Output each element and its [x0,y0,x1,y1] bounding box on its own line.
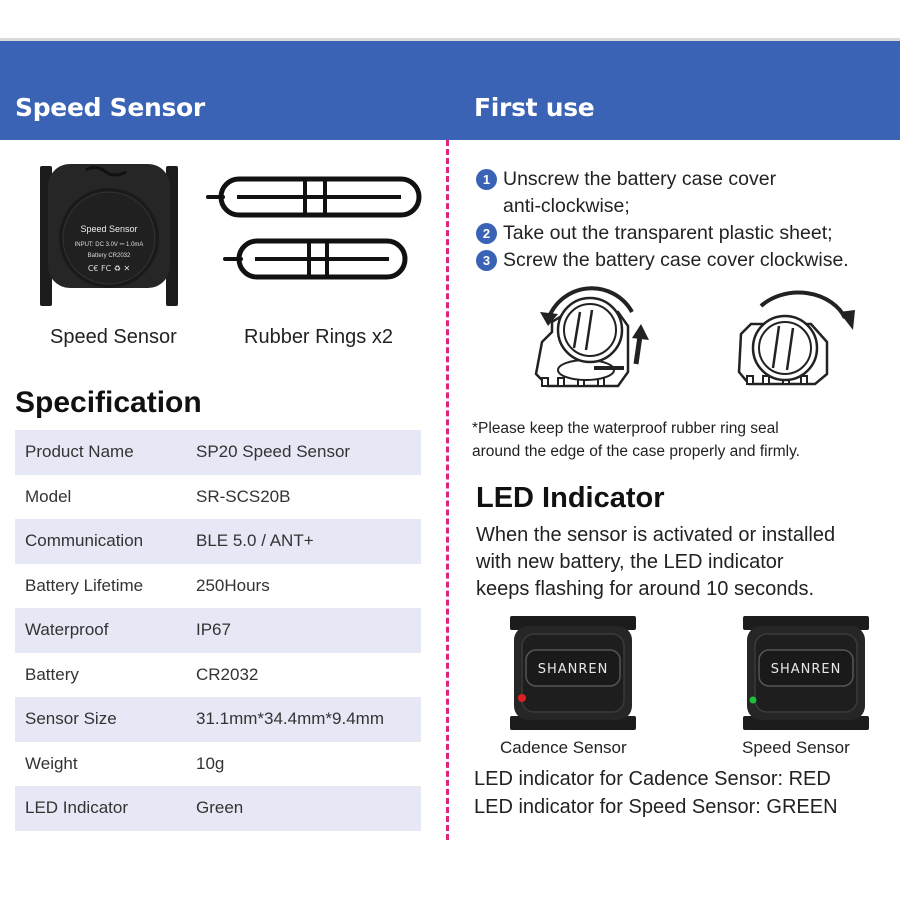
first-use-steps: 1 Unscrew the battery case cover anti-cl… [476,166,900,274]
speed-sensor-led-label: Speed Sensor [742,738,850,757]
spec-value: 31.1mm*34.4mm*9.4mm [196,709,385,729]
spec-value: IP67 [196,620,231,640]
screw-illustration [737,290,855,386]
led-indicator-title: LED Indicator [476,482,665,514]
spec-key: Product Name [25,442,134,462]
rubber-rings-label: Rubber Rings x2 [244,326,393,348]
spec-row: Weight 10g [15,742,421,787]
spec-row: Sensor Size 31.1mm*34.4mm*9.4mm [15,697,421,742]
speed-sensor-heading: Speed Sensor [15,93,205,122]
step-3: 3 Screw the battery case cover clockwise… [476,247,900,274]
rubber-rings-image [206,176,422,280]
spec-value: Green [196,798,244,818]
spec-key: Communication [25,531,144,551]
spec-key: Sensor Size [25,709,117,729]
step-number-badge: 1 [476,169,497,190]
step-number-badge: 3 [476,250,497,271]
first-use-heading: First use [474,93,595,122]
dashed-divider [446,140,449,840]
led-indicator-description: When the sensor is activated or installe… [476,524,836,600]
sensor-face-line3: Battery CR2032 [88,253,131,259]
cadence-led-note: LED indicator for Cadence Sensor: RED [474,768,831,790]
step-number-badge: 2 [476,223,497,244]
top-rule [0,38,900,41]
step-text: Screw the battery case cover clockwise. [503,249,849,271]
rubber-ring-1 [206,176,422,218]
spec-row: Product Name SP20 Speed Sensor [15,430,421,475]
step-text: Take out the transparent plastic sheet; [503,222,833,244]
speed-brand-text: SHANREN [771,662,842,677]
spec-value: CR2032 [196,664,259,684]
spec-key: Model [25,486,72,506]
green-led-icon [749,696,757,704]
spec-row: Model SR-SCS20B [15,475,421,520]
speed-sensor-label: Speed Sensor [50,326,177,348]
spec-key: Battery [25,664,79,684]
spec-key: Weight [25,753,78,773]
rubber-ring-2 [223,238,408,280]
sensor-face-line2: INPUT: DC 3.0V ⎓ 1.0mA [75,242,144,248]
spec-value: SR-SCS20B [196,486,291,506]
speed-led-note: LED indicator for Speed Sensor: GREEN [474,796,838,818]
spec-row: Communication BLE 5.0 / ANT+ [15,519,421,564]
step-1: 1 Unscrew the battery case cover anti-cl… [476,166,900,220]
spec-row: Battery Lifetime 250Hours [15,564,421,609]
spec-key: LED Indicator [25,798,128,818]
spec-key: Battery Lifetime [25,575,144,595]
red-led-icon [518,694,526,702]
cadence-sensor-image: SHANREN [510,616,636,730]
sensor-face-line1: Speed Sensor [80,224,137,234]
spec-value: 10g [196,753,225,773]
spec-value: BLE 5.0 / ANT+ [196,531,314,551]
waterproof-note: *Please keep the waterproof rubber ring … [472,420,800,460]
unscrew-illustration [534,286,649,388]
step-text: Unscrew the battery case cover anti-cloc… [503,168,777,217]
sensor-face-line4: C€ FC ♻ ✕ [88,264,130,273]
speed-sensor-image: Speed Sensor INPUT: DC 3.0V ⎓ 1.0mA Batt… [40,164,178,306]
specification-title: Specification [15,386,202,419]
step-2: 2 Take out the transparent plastic sheet… [476,220,900,247]
spec-value: SP20 Speed Sensor [196,442,351,462]
spec-row: Waterproof IP67 [15,608,421,653]
speed-sensor-led-image: SHANREN [743,616,869,730]
spec-row: Battery CR2032 [15,653,421,698]
header-banner: Speed Sensor First use [0,41,900,140]
spec-key: Waterproof [25,620,109,640]
spec-row: LED Indicator Green [15,786,421,831]
cadence-sensor-label: Cadence Sensor [500,738,627,757]
spec-value: 250Hours [196,575,270,595]
cadence-brand-text: SHANREN [538,662,609,677]
